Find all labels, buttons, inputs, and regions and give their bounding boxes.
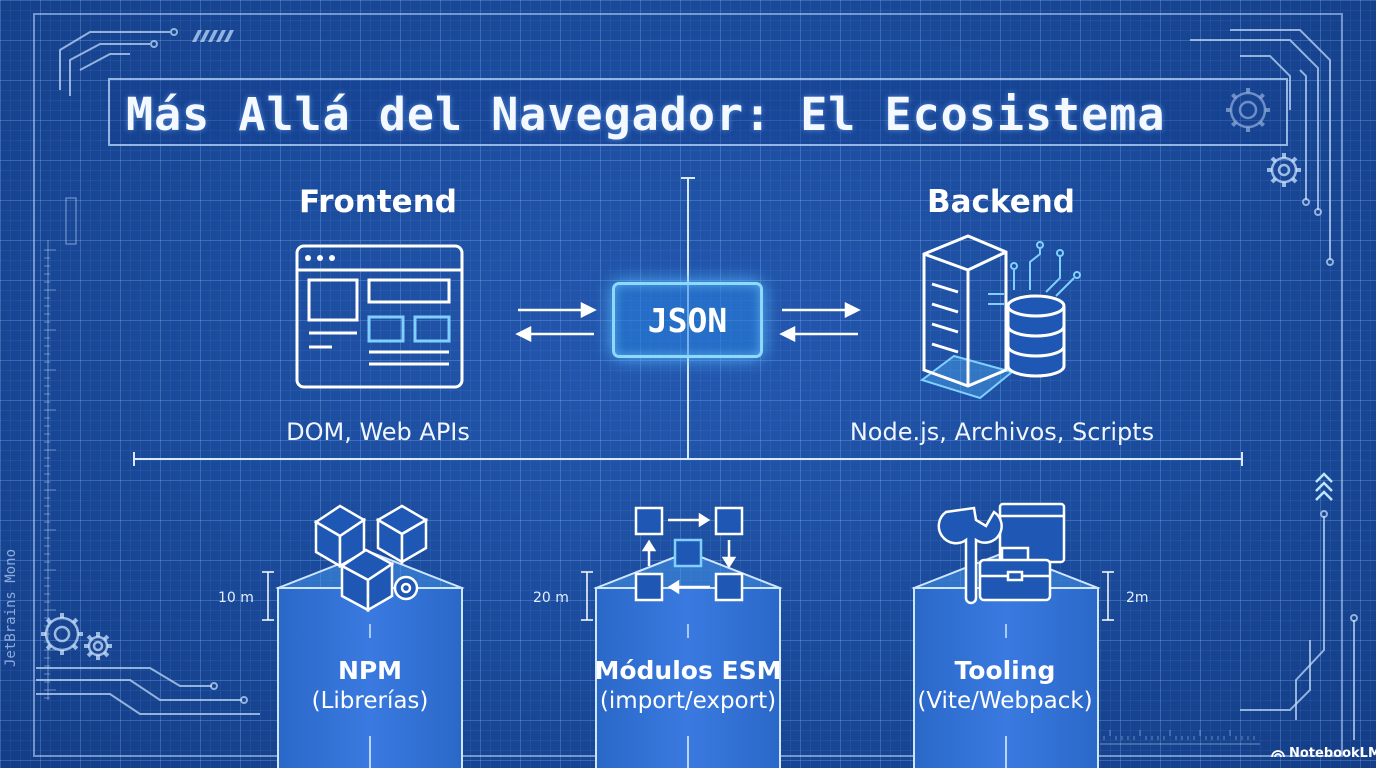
pillar-tooling-sub: (Vite/Webpack) [917, 688, 1093, 714]
frontend-heading: Frontend [299, 184, 457, 220]
pillar-npm-sub: (Librerías) [311, 688, 429, 714]
backend-heading: Backend [927, 184, 1075, 220]
pillar-npm-name: NPM [337, 656, 403, 685]
toolbox-wrench-icon [937, 502, 1066, 605]
notebooklm-logo-icon [1271, 750, 1285, 758]
pillar-esm-sub: (import/export) [599, 688, 777, 714]
frontend-subtitle: DOM, Web APIs [286, 418, 470, 446]
pillar-npm-height: 10 m [218, 590, 254, 606]
json-label: JSON [647, 301, 728, 340]
pillar-tooling-name: Tooling [954, 656, 1056, 685]
pillar-esm-height: 20 m [533, 590, 569, 606]
page-title-frame: Más Allá del Navegador: El Ecosistema [108, 78, 1288, 146]
brand-label: NotebookLM [1289, 746, 1376, 761]
dimension-markers [262, 571, 1114, 621]
circuit-traces-icon [36, 28, 1358, 740]
server-database-icon [919, 234, 1081, 400]
page-title: Más Allá del Navegador: El Ecosistema [126, 88, 1166, 141]
side-vertical-text: JetBrains Mono [3, 548, 20, 668]
pillar-tooling-height: 2m [1126, 590, 1149, 606]
pillar-esm-name: Módulos ESM [594, 656, 782, 685]
exchange-arrows-icon [515, 301, 861, 343]
json-box: JSON [612, 282, 763, 358]
browser-window-icon [295, 244, 464, 389]
chevrons-up-icon [1315, 472, 1333, 501]
modules-icon [634, 506, 744, 602]
backend-subtitle: Node.js, Archivos, Scripts [849, 418, 1155, 446]
packages-icon [313, 504, 429, 613]
